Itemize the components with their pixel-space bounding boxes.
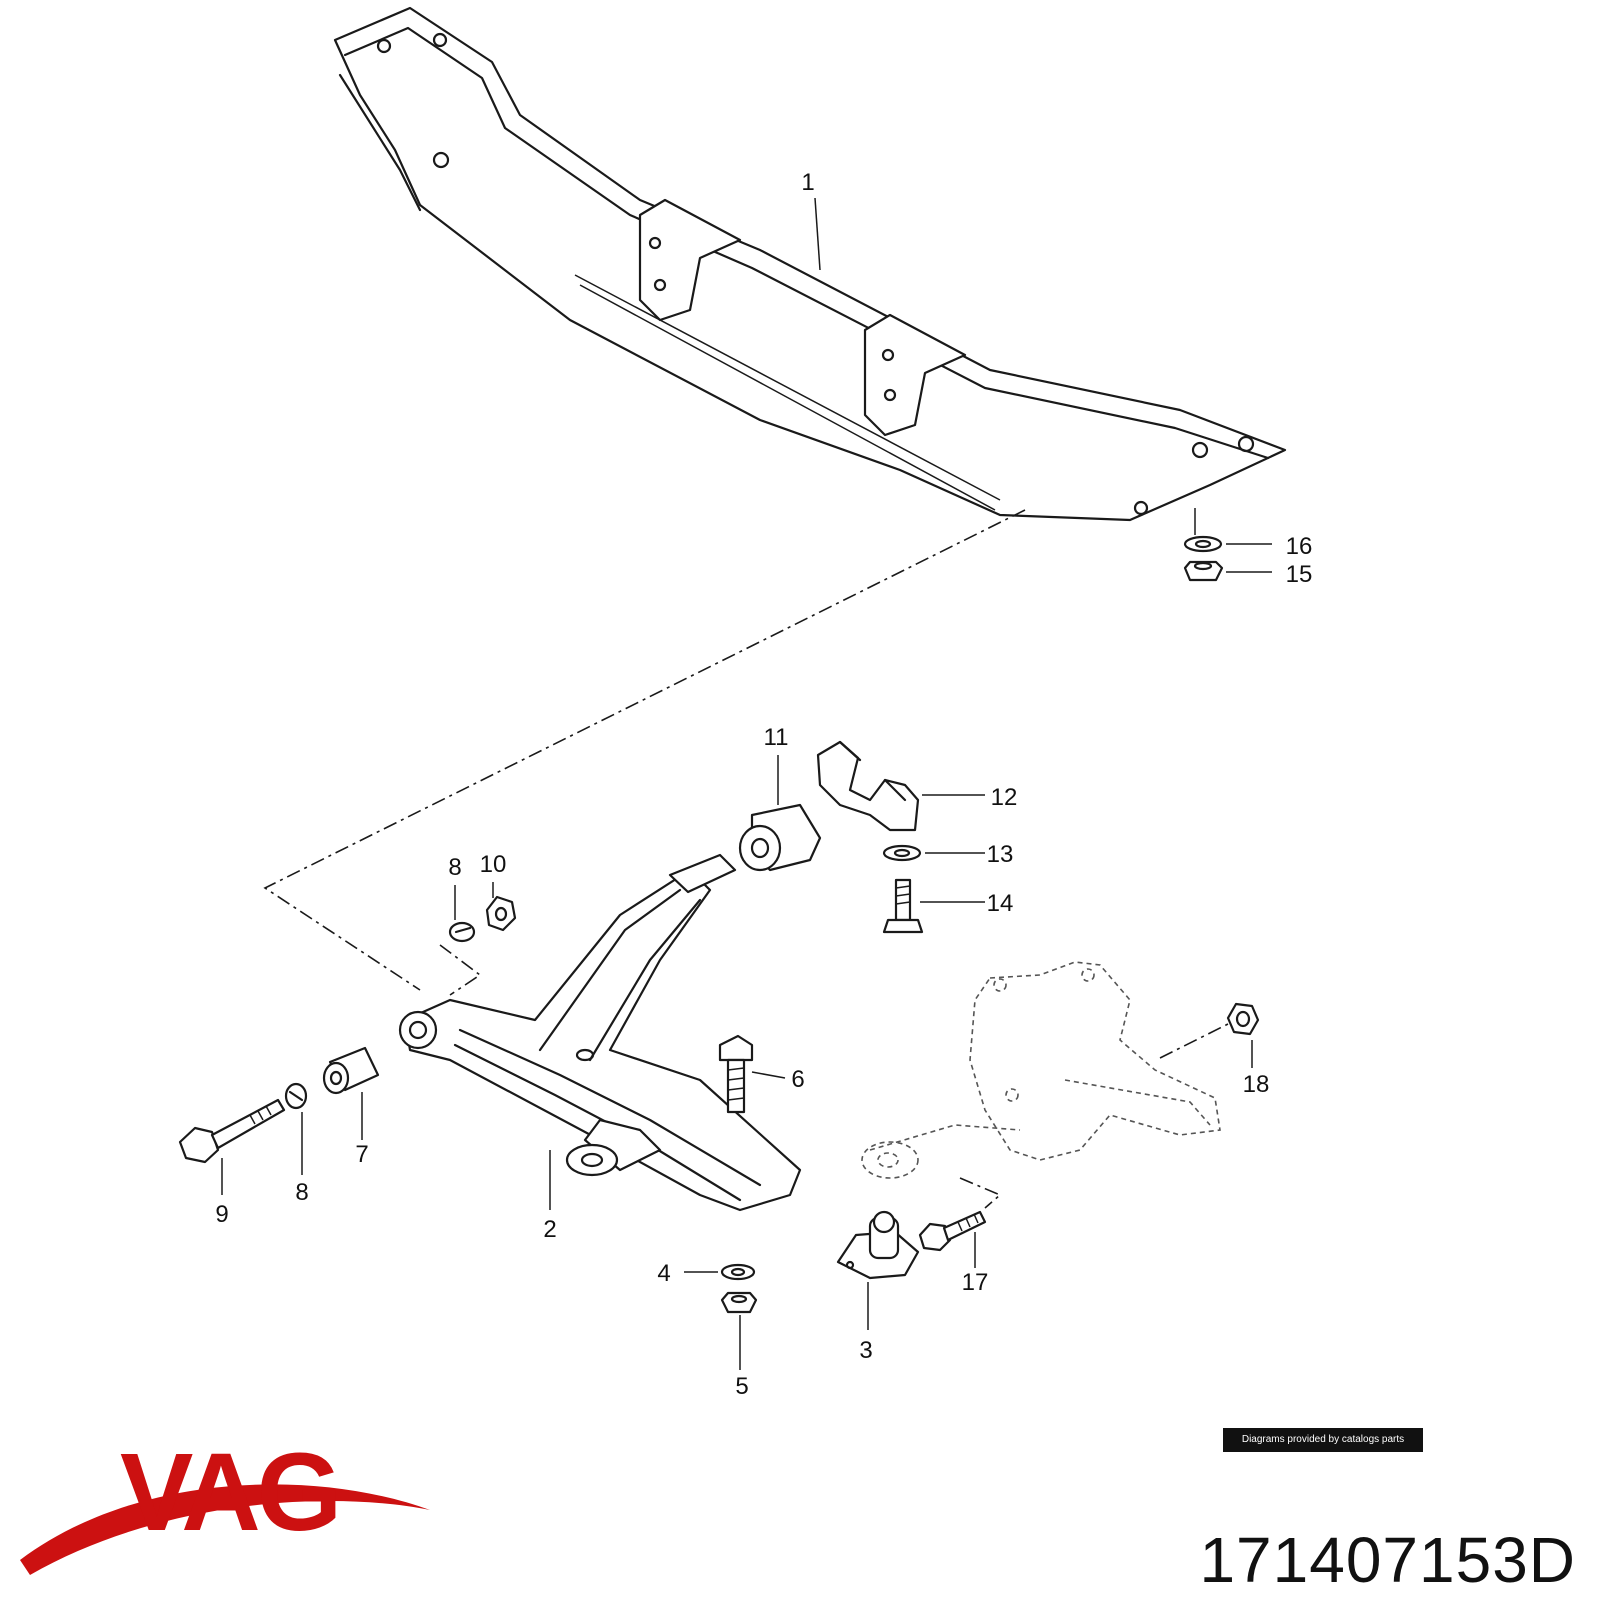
ball-joint-part-3: [836, 1210, 920, 1330]
lock-washer-part-8-lower: [284, 1082, 308, 1175]
callout-7: 7: [355, 1141, 368, 1168]
bolt-part-9: [178, 1098, 286, 1195]
callout-8-upper: 8: [448, 854, 461, 881]
callout-2: 2: [543, 1216, 556, 1243]
callout-15: 15: [1286, 561, 1313, 588]
assembly-line: [263, 509, 1026, 996]
logo-text: VAG: [120, 1431, 338, 1554]
part-number: 171407153D: [1199, 1524, 1576, 1596]
bolt-part-14: [882, 878, 985, 934]
callout-12: 12: [991, 784, 1018, 811]
nut-part-15: [1183, 560, 1272, 582]
lock-washer-part-4: [684, 1263, 756, 1281]
bracket-part-12: [816, 740, 985, 832]
callout-5: 5: [735, 1373, 748, 1400]
nut-part-18: [1226, 1002, 1260, 1068]
callout-6: 6: [791, 1066, 804, 1093]
bushing-part-11: [738, 755, 822, 872]
callout-1: 1: [801, 169, 814, 196]
callout-8-lower: 8: [295, 1179, 308, 1206]
callout-3: 3: [859, 1337, 872, 1364]
control-arm-part-2: [398, 853, 802, 1212]
callout-10: 10: [480, 851, 507, 878]
bolt-part-17: [918, 1210, 987, 1268]
credit-banner: Diagrams provided by catalogs parts: [1223, 1428, 1423, 1452]
callout-4: 4: [657, 1260, 670, 1287]
washer-part-13: [882, 844, 985, 862]
steering-knuckle-reference: [861, 961, 1233, 1209]
nut-part-10: [485, 882, 517, 932]
callout-18: 18: [1243, 1071, 1270, 1098]
vag-logo: VAG: [20, 1431, 430, 1575]
bolt-part-6: [718, 1034, 786, 1114]
nut-part-5: [720, 1291, 758, 1370]
washer-part-16: [1183, 535, 1272, 553]
callout-11: 11: [764, 724, 789, 751]
crossmember-part-1: [333, 6, 1287, 535]
callout-13: 13: [987, 841, 1014, 868]
lock-washer-part-8-upper: [448, 885, 476, 943]
callout-17: 17: [962, 1269, 989, 1296]
callout-14: 14: [987, 890, 1014, 917]
callout-16: 16: [1286, 533, 1313, 560]
callout-9: 9: [215, 1201, 228, 1228]
bushing-part-7: [322, 1046, 380, 1140]
